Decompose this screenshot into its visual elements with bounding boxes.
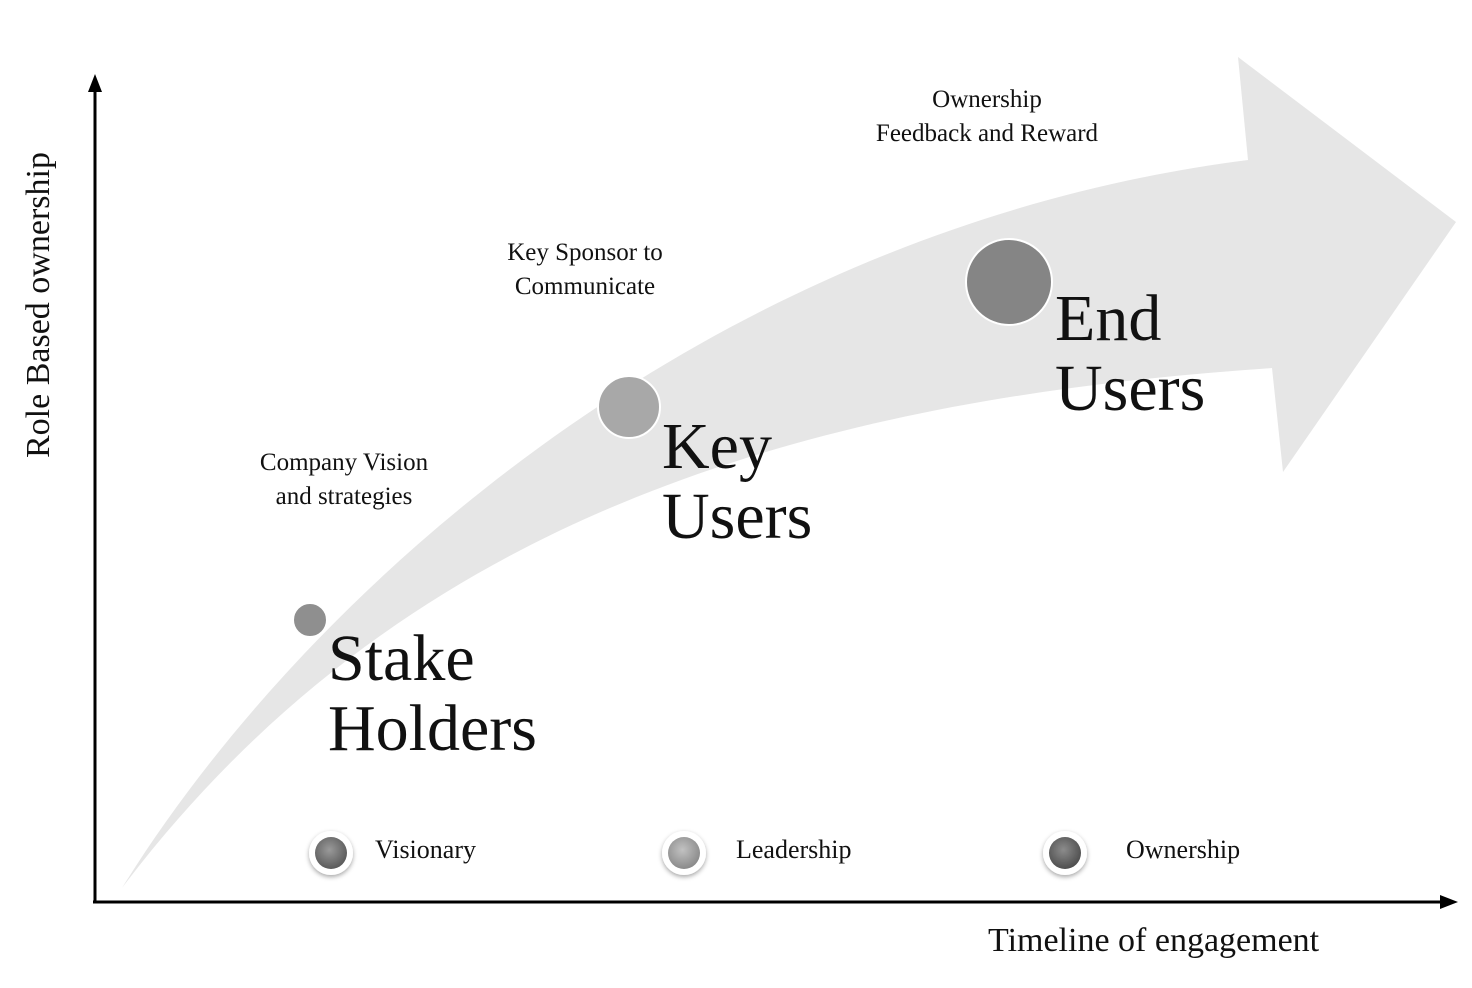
legend-marker-ownership — [1043, 831, 1087, 875]
title-line: Holders — [328, 692, 537, 765]
stage-note-key-users: Key Sponsor to Communicate — [480, 236, 690, 304]
note-line: Key Sponsor to — [507, 239, 663, 266]
legend-label-visionary: Visionary — [375, 835, 476, 864]
title-line: Users — [662, 480, 813, 553]
y-axis-label: Role Based ownership — [20, 152, 57, 458]
legend-label-leadership: Leadership — [736, 835, 852, 864]
growth-arrow — [122, 57, 1456, 888]
stage-note-end-users: Ownership Feedback and Reward — [846, 83, 1128, 151]
note-line: and strategies — [275, 483, 413, 510]
stage-title-stake-holders: Stake Holders — [328, 624, 537, 764]
stage-title-key-users: Key Users — [662, 412, 812, 552]
note-line: Company Vision — [259, 449, 429, 476]
note-line: Ownership — [932, 86, 1042, 113]
legend-label-ownership: Ownership — [1126, 835, 1241, 864]
note-line: Feedback and Reward — [875, 120, 1099, 147]
note-line: Communicate — [514, 273, 656, 300]
stage-marker-key-users — [597, 375, 661, 439]
title-line: End — [1055, 282, 1162, 355]
stage-marker-stake-holders — [292, 602, 328, 638]
stage-marker-end-users — [965, 238, 1053, 326]
legend-marker-leadership — [662, 831, 706, 875]
x-axis-arrowhead — [1440, 895, 1458, 909]
title-line: Stake — [328, 622, 475, 695]
legend-marker-visionary — [309, 831, 353, 875]
title-line: Users — [1055, 352, 1206, 425]
x-axis-label: Timeline of engagement — [988, 922, 1320, 959]
y-axis-arrowhead — [88, 74, 102, 92]
stage-note-stake-holders: Company Vision and strategies — [238, 446, 450, 514]
stage-title-end-users: End Users — [1055, 284, 1205, 424]
title-line: Key — [662, 410, 772, 483]
